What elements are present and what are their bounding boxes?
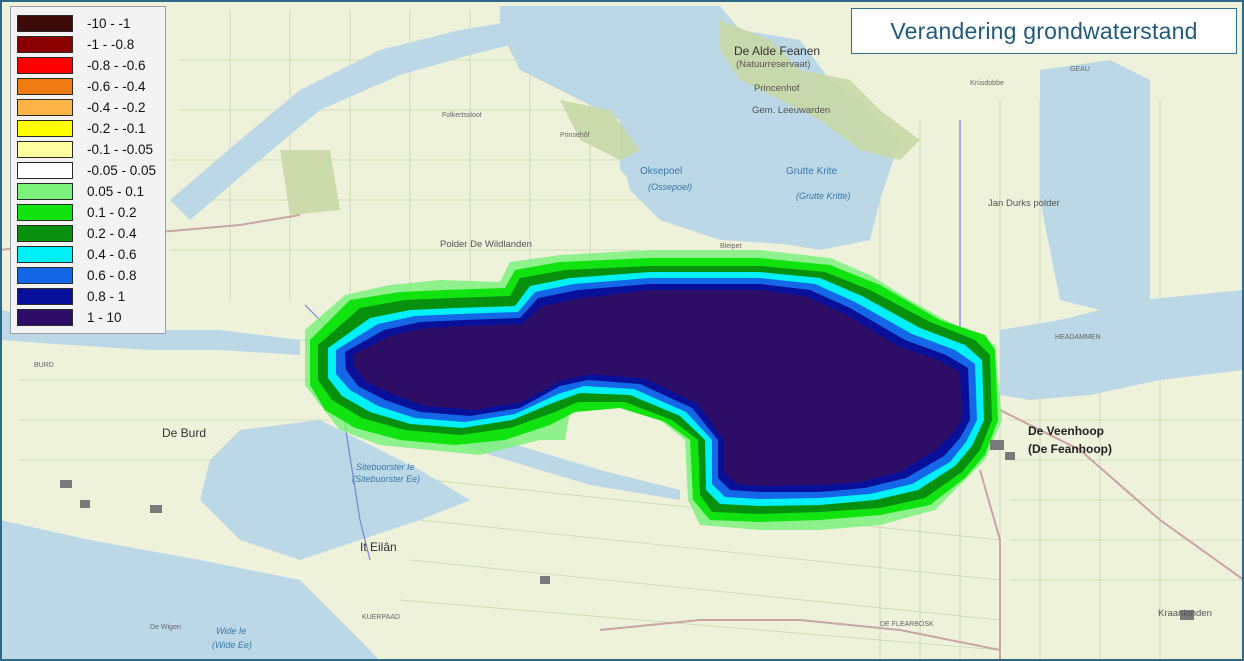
legend-row: 0.6 - 0.8 [17, 265, 165, 286]
legend-swatch [17, 162, 73, 179]
legend-label: 0.4 - 0.6 [87, 247, 137, 262]
legend-row: -0.6 - -0.4 [17, 76, 165, 97]
legend-label: 0.1 - 0.2 [87, 205, 137, 220]
legend-label: -0.6 - -0.4 [87, 79, 146, 94]
label-oksepoel-fy: (Ossepoel) [648, 182, 693, 192]
contour-1-10 [354, 290, 962, 486]
legend-label: 0.6 - 0.8 [87, 268, 137, 283]
label-headammen: HEADAMMEN [1055, 334, 1101, 341]
reserve-area [280, 20, 920, 215]
lake-east [1040, 60, 1150, 310]
legend-swatch [17, 225, 73, 242]
label-kuerpaad: KUERPAAD [362, 614, 400, 621]
lake-oksepoel [620, 140, 860, 245]
legend-row: -10 - -1 [17, 13, 165, 34]
legend-label: -0.4 - -0.2 [87, 100, 146, 115]
legend-swatch [17, 141, 73, 158]
legend-row: -0.1 - -0.05 [17, 139, 165, 160]
map-legend: -10 - -1 -1 - -0.8 -0.8 - -0.6 -0.6 - -0.4 -… [10, 6, 166, 334]
label-de-veenhoop: De Veenhoop [1028, 424, 1105, 438]
legend-label: 0.05 - 0.1 [87, 184, 145, 199]
legend-row: -0.8 - -0.6 [17, 55, 165, 76]
label-bleipet: Bleipet [720, 243, 742, 250]
legend-label: -0.8 - -0.6 [87, 58, 146, 73]
settlement-markers [60, 440, 1194, 620]
map-title-box: Verandering grondwaterstand [851, 8, 1237, 54]
legend-row: 0.05 - 0.1 [17, 181, 165, 202]
label-de-flearbosk: DE FLEARBOSK [880, 621, 934, 628]
label-grutte-krite-fy: (Grutte Kritte) [796, 191, 851, 201]
legend-row: 0.8 - 1 [17, 286, 165, 307]
label-princenhof: Princenhof [754, 83, 800, 94]
legend-row: -0.2 - -0.1 [17, 118, 165, 139]
label-gem-leeuwarden: Gem. Leeuwarden [752, 105, 831, 116]
river-east [1000, 290, 1244, 400]
legend-label: -0.1 - -0.05 [87, 142, 154, 157]
label-prinsehof: Prinsehôf [560, 132, 590, 139]
legend-row: 1 - 10 [17, 307, 165, 328]
legend-label: -0.2 - -0.1 [87, 121, 146, 136]
legend-row: -1 - -0.8 [17, 34, 165, 55]
legend-row: -0.05 - 0.05 [17, 160, 165, 181]
legend-swatch [17, 246, 73, 263]
lake-southwest [0, 520, 380, 661]
label-oksepoel: Oksepoel [640, 166, 683, 177]
legend-swatch [17, 15, 73, 32]
legend-swatch [17, 57, 73, 74]
label-wide-ee: (Wide Ee) [212, 640, 252, 650]
canal-north [170, 20, 530, 220]
legend-swatch [17, 309, 73, 326]
legend-label: 1 - 10 [87, 310, 122, 325]
label-grutte-krite: Grutte Krite [786, 166, 838, 177]
legend-row: -0.4 - -0.2 [17, 97, 165, 118]
legend-label: -10 - -1 [87, 16, 131, 31]
label-de-burd: De Burd [162, 426, 207, 440]
groundwater-contours [305, 250, 1002, 530]
legend-row: 0.1 - 0.2 [17, 202, 165, 223]
label-kraanlonden: Kraanlonden [1158, 608, 1212, 619]
legend-label: 0.8 - 1 [87, 289, 126, 304]
label-natuurreservaat: (Natuurreservaat) [736, 59, 811, 70]
legend-row: 0.2 - 0.4 [17, 223, 165, 244]
label-it-eilan: It Eilân [360, 540, 397, 554]
legend-row: 0.4 - 0.6 [17, 244, 165, 265]
legend-swatch [17, 36, 73, 53]
label-sitebuorster-ee: (Sitebuorster Ee) [352, 474, 421, 484]
legend-swatch [17, 78, 73, 95]
label-krusdobbe: Krúsdobbe [970, 80, 1004, 87]
label-de-feanhoop: (De Feanhoop) [1028, 442, 1112, 456]
label-burd: BURD [34, 362, 54, 369]
label-polder-de-wildlanden: Polder De Wildlanden [440, 239, 532, 250]
label-folkertssloot: Folkertssloot [442, 112, 482, 119]
label-de-wigen: De Wigen [150, 624, 181, 631]
legend-label: -0.05 - 0.05 [87, 163, 157, 178]
map-title: Verandering grondwaterstand [890, 17, 1198, 44]
label-de-alde-feanen: De Alde Feanen [734, 44, 821, 58]
label-geau: GEAU [1070, 66, 1090, 73]
legend-swatch [17, 267, 73, 284]
legend-swatch [17, 204, 73, 221]
legend-swatch [17, 120, 73, 137]
label-sitebuorster-ie: Sitebuorster Ie [356, 462, 415, 472]
legend-swatch [17, 183, 73, 200]
legend-swatch [17, 288, 73, 305]
legend-label: 0.2 - 0.4 [87, 226, 137, 241]
label-jan-durks-polder: Jan Durks polder [988, 198, 1060, 209]
lake-sitebuorst [200, 420, 470, 560]
legend-label: -1 - -0.8 [87, 37, 135, 52]
label-wide-ie: Wide Ie [216, 626, 247, 636]
legend-swatch [17, 99, 73, 116]
